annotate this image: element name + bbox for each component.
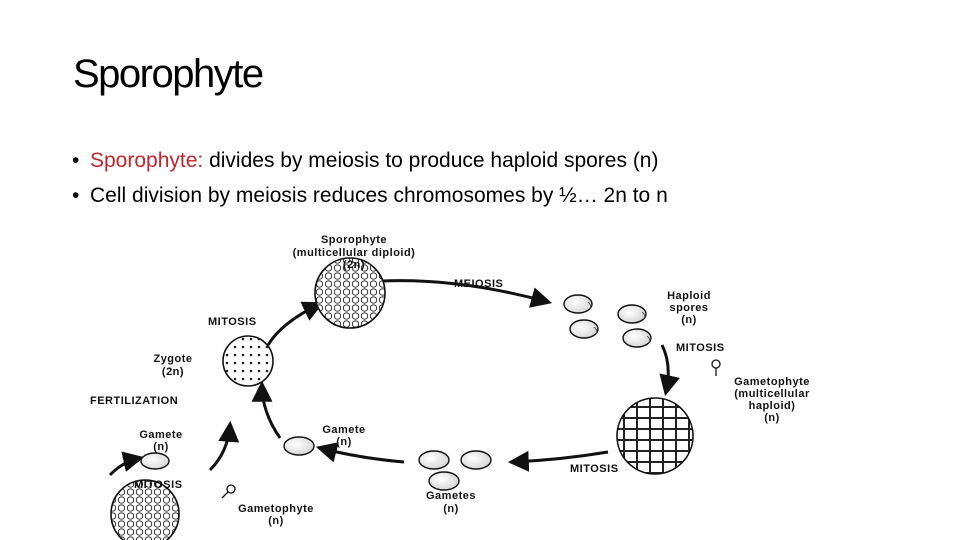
gametes-bottom: [418, 450, 492, 491]
gametophyte-left-cell-mass: [110, 479, 180, 540]
bullet-item: • Cell division by meiosis reduces chromo…: [72, 181, 932, 216]
gametes-label-1: Gametes: [426, 490, 476, 502]
fertilization-label: FERTILIZATION: [90, 395, 178, 407]
haploid-spores: [563, 294, 652, 348]
arrow-gamete-left: [208, 420, 240, 472]
mitosis-right-label: MITOSIS: [676, 342, 725, 354]
bullet-text: Cell division by meiosis reduces chromos…: [90, 184, 668, 207]
bullet-list: • Sporophyte: divides by meiosis to produ…: [72, 146, 932, 216]
bullet-dot: •: [72, 149, 80, 172]
gametophyte-left-label-1: Gametophyte: [238, 503, 314, 515]
gamete-mid-label-1: Gamete: [322, 424, 365, 436]
arrow-mitosis-right: [659, 344, 680, 397]
sporophyte-label-1: Sporophyte: [321, 234, 387, 246]
zygote-cell: [222, 335, 274, 387]
meiosis-label: MEIOSIS: [454, 278, 503, 290]
arrow-fertilization: [251, 380, 282, 439]
arrow-meiosis: [381, 279, 553, 308]
gametophyte-right-label-3: haploid): [749, 400, 796, 412]
mitosis-left-bottom-label: MITOSIS: [134, 479, 183, 491]
germinating-spore-icon: [711, 359, 721, 376]
gamete-left-label-2: (n): [153, 441, 169, 453]
gametophyte-right-label-4: (n): [764, 412, 780, 424]
gamete-mid-label-2: (n): [336, 436, 352, 448]
arrow-mitosis-bottom: [507, 450, 609, 472]
arrow-mitosis-left-top: [266, 301, 324, 346]
gametophyte-left-label-2: (n): [268, 515, 284, 527]
gamete-left: [140, 452, 170, 470]
bullet-dot: •: [72, 184, 80, 207]
gamete-left-label-1: Gamete: [139, 429, 182, 441]
gametophyte-right-cell-mass: [616, 397, 694, 475]
bullet-highlight: Sporophyte:: [90, 149, 204, 172]
haploid-spores-label-1: Haploid: [667, 290, 711, 302]
slide-title: Sporophyte: [73, 52, 264, 96]
zygote-label-1: Zygote: [153, 353, 192, 365]
haploid-spores-label-2: spores: [669, 302, 708, 314]
sporophyte-label-2: (multicellular diploid): [293, 247, 416, 259]
bullet-item: • Sporophyte: divides by meiosis to produ…: [72, 146, 932, 181]
gametes-label-2: (n): [443, 503, 459, 515]
haploid-spores-label-3: (n): [681, 314, 697, 326]
gametophyte-right-label-1: Gametophyte: [734, 376, 810, 388]
gamete-middle: [283, 436, 315, 456]
bullet-text: divides by meiosis to produce haploid sp…: [203, 149, 659, 172]
mitosis-left-top-label: MITOSIS: [208, 316, 257, 328]
mitosis-bottom-label: MITOSIS: [570, 463, 619, 475]
zygote-label-2: (2n): [162, 366, 184, 378]
arrow-to-gamete: [315, 442, 405, 464]
sporophyte-label-3: (2n): [343, 259, 365, 271]
arrow-left-bottom: [108, 451, 145, 477]
gametophyte-symbol-icon: [221, 484, 236, 499]
gametophyte-right-label-2: (multicellular: [734, 388, 810, 400]
sporophyte-cell-mass: [314, 257, 386, 329]
